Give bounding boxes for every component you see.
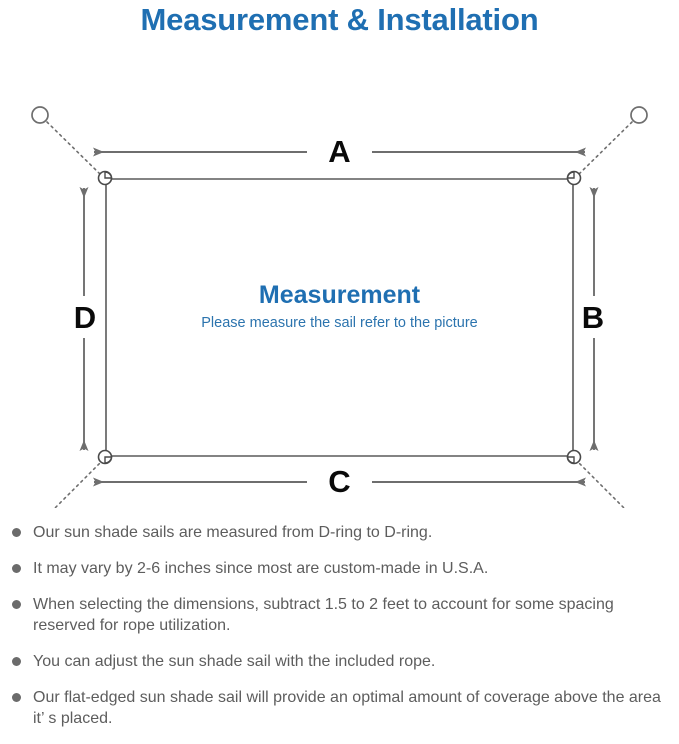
notes-list: Our sun shade sails are measured from D-… [0,522,679,744]
rope-lines [46,121,633,508]
bullet-icon [12,657,21,666]
d-ring-tab-top-right [566,171,575,179]
list-item: Our sun shade sails are measured from D-… [0,522,679,543]
note-text: When selecting the dimensions, subtract … [33,596,614,634]
d-ring-tab-bottom-right [566,456,575,464]
anchor-points [31,106,648,124]
anchor-point-top-right [630,106,648,124]
d-ring-tabs [104,171,575,464]
anchor-point-top-left [31,106,49,124]
bullet-icon [12,528,21,537]
diagram-svg [31,106,648,508]
page-title: Measurement & Installation [140,2,539,37]
list-item: Our flat-edged sun shade sail will provi… [0,687,679,729]
bullet-icon [12,600,21,609]
bullet-icon [12,693,21,702]
note-text: Our flat-edged sun shade sail will provi… [33,689,661,727]
rope-line-bottom-right [577,461,626,508]
list-item: It may vary by 2-6 inches since most are… [0,558,679,579]
rope-line-top-left [46,121,102,176]
rope-line-bottom-left [53,461,102,508]
note-text: Our sun shade sails are measured from D-… [33,524,433,541]
d-ring-tab-bottom-left [104,456,113,464]
list-item: When selecting the dimensions, subtract … [0,594,679,636]
measurement-diagram: Measurement Please measure the sail refe… [0,38,679,508]
rope-line-top-right [577,121,633,176]
bullet-icon [12,564,21,573]
note-text: You can adjust the sun shade sail with t… [33,653,436,670]
d-ring-tab-top-left [104,171,113,179]
list-item: You can adjust the sun shade sail with t… [0,651,679,672]
note-text: It may vary by 2-6 inches since most are… [33,560,489,577]
sail-body [105,178,574,457]
